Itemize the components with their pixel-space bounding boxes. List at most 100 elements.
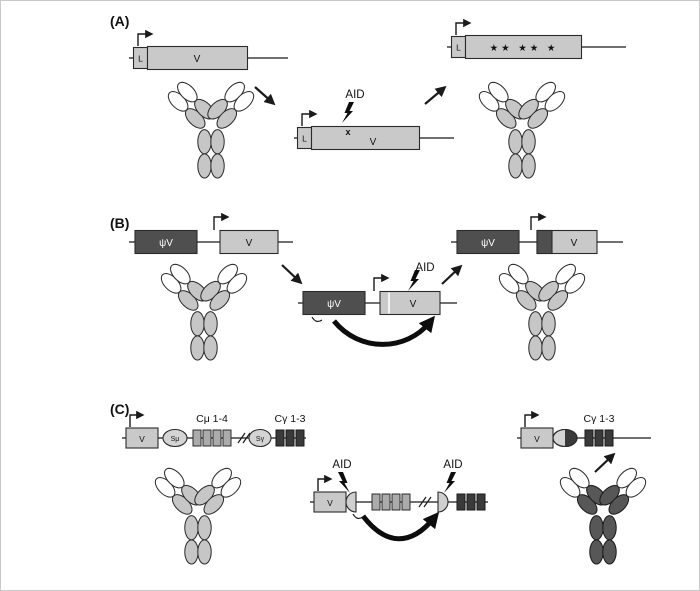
panel-a-gene-right: L ★★ ★★ ★ [447,18,626,60]
v-gene-label: V [410,299,417,310]
c-gamma-exon [476,493,486,511]
stage-arrow-icon [281,264,303,285]
c-mu-exon [371,493,381,511]
aid-label: AID [345,89,364,101]
line-break-icon [237,432,251,444]
panel-c-gene-right: Cγ 1-3 V [517,410,651,449]
panel-b-gene-left: ψV V [129,212,293,255]
leader-label: L [302,134,307,144]
s-mu-half-oval [345,491,357,513]
class-switched-antibody-icon [556,464,650,565]
panel-c: (C) Cμ 1-4 Cγ 1-3 V Sμ Sγ AID [110,401,651,565]
c-gamma-region-label: Cγ 1-3 [584,413,615,425]
c-mu-exon [202,429,212,447]
v-gene-box [146,45,249,71]
c-gamma-exon [584,429,594,447]
s-gamma-oval [248,428,272,448]
v-gene-label: V [534,434,540,444]
c-gamma-exon [295,429,305,447]
v-gene-label: V [139,434,145,444]
antibody-icon [164,78,258,179]
s-gamma-label: Sγ [256,436,265,443]
c-mu-exon [381,493,391,511]
pseudo-v-box [302,290,366,316]
panel-c-gene-middle: AID AID V [310,459,488,542]
panel-b-gene-middle: AID ψV V [298,262,457,347]
s-gamma-half-oval [437,491,449,513]
antibody-icon [157,260,251,361]
panel-b: (B) ψV V AID ψV V [110,212,623,361]
mutation-stars: ★★ ★★ ★ [490,43,559,54]
pseudo-v-box [456,229,520,255]
c-mu-exon [401,493,411,511]
leader-label: L [138,54,143,64]
stage-arrow-icon [254,86,276,106]
aid-lightning-icon [408,270,420,291]
leader-label: L [456,43,461,53]
c-mu-exon [212,429,222,447]
promoter-arrow-icon [301,109,318,126]
promoter-arrow-icon [530,212,547,230]
panel-a-gene-left: L V [129,29,288,71]
v-gene-label: V [571,238,578,249]
converted-segment [536,229,553,255]
v-gene-label: V [327,498,333,508]
c-mu-exon [192,429,202,447]
v-gene-box [379,290,441,316]
promoter-arrow-icon [137,29,154,46]
c-mu-exon [391,493,401,511]
aid-lightning-icon [342,102,354,123]
antibody-icon [475,78,569,179]
stage-arrow-icon [441,264,463,285]
pseudo-v-label: ψV [481,238,495,249]
promoter-arrow-icon [317,474,333,491]
v-gene-label: V [194,54,201,65]
c-gamma-exon [466,493,476,511]
aid-label: AID [415,262,434,274]
c-gamma-region-label: Cγ 1-3 [275,413,306,425]
hybrid-switch-oval-outline [552,428,578,448]
mutation-x-mark: x [345,127,350,137]
aid-lightning-icon [444,472,456,493]
switch-recombination-arrow [361,511,440,542]
v-gene-box [219,229,279,255]
s-mu-oval [162,428,188,448]
panel-a-label: (A) [110,13,129,29]
promoter-arrow-icon [213,212,230,230]
stage-arrow-icon [424,85,447,105]
promoter-arrow-icon [129,410,145,427]
pseudo-v-box [134,229,198,255]
s-mu-label: Sμ [171,436,180,443]
panel-b-gene-right: ψV V [451,212,623,255]
aid-lightning-icon [338,472,350,493]
hybrid-switch-oval-dark-half [565,429,577,447]
gene-conversion-arrow [332,315,436,347]
promoter-arrow-icon [373,273,390,291]
antibody-icon [151,464,245,565]
promoter-arrow-icon [455,18,472,35]
panel-c-label: (C) [110,401,129,417]
v-gene-label: V [246,238,253,249]
panel-b-label: (B) [110,215,129,231]
promoter-arrow-icon [524,410,540,427]
c-gamma-exon [285,429,295,447]
c-gamma-exon [604,429,614,447]
v-gene-box [125,427,159,449]
v-gene-label: V [370,137,377,148]
panel-a: (A) L V AID L x V [110,13,626,179]
c-gamma-exon [275,429,285,447]
v-gene-box-mutated [464,34,583,60]
panel-a-gene-middle: AID L x V [294,89,454,151]
c-mu-exon [222,429,232,447]
arc-start-mark [311,316,323,323]
aid-label: AID [443,459,462,471]
panel-c-gene-left: Cμ 1-4 Cγ 1-3 V Sμ Sγ [122,410,306,449]
stage-arrow-icon [594,452,616,473]
pseudo-v-label: ψV [159,238,173,249]
c-mu-region-label: Cμ 1-4 [196,413,228,425]
antibody-icon [495,260,589,361]
line-break-icon [418,496,432,508]
aid-label: AID [332,459,351,471]
